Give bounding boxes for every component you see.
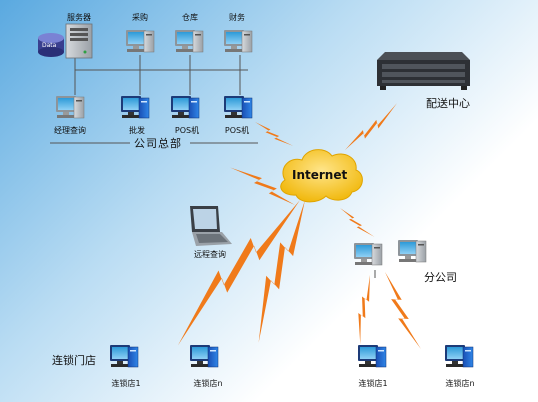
pos1-pc-icon <box>170 95 200 119</box>
laptop-icon <box>190 206 232 246</box>
purchase-pc-icon <box>125 29 155 53</box>
store-na-pc-icon <box>189 344 219 368</box>
store-1a-pc-icon <box>109 344 139 368</box>
remote-query-label: 远程查询 <box>194 250 226 259</box>
store-nb-label: 连锁店n <box>445 379 475 388</box>
wholesale-label: 批发 <box>129 126 145 135</box>
warehouse-pc-icon <box>174 29 204 53</box>
database-label: Data <box>42 42 57 49</box>
branch-pc2-icon <box>397 239 427 263</box>
internet-cloud-icon <box>280 149 363 203</box>
finance-pc-icon <box>223 29 253 53</box>
purchase-label: 采购 <box>132 13 148 22</box>
internet-label: Internet <box>292 168 348 182</box>
branch-label: 分公司 <box>424 271 457 284</box>
hq-network-lines <box>50 55 376 278</box>
pos1-label: POS机 <box>174 126 200 135</box>
distribution-center-label: 配送中心 <box>426 97 470 110</box>
server-label: 服务器 <box>67 13 91 22</box>
database-icon <box>38 33 64 57</box>
branch-pc1-icon <box>353 242 383 266</box>
hq-label: 公司总部 <box>134 137 182 150</box>
manager-query-label: 经理查询 <box>54 126 86 135</box>
warehouse-label: 仓库 <box>182 13 198 22</box>
pos2-label: POS机 <box>224 126 250 135</box>
rack-server-icon <box>377 52 470 90</box>
store-1a-label: 连锁店1 <box>111 379 141 388</box>
wholesale-pc-icon <box>120 95 150 119</box>
server-icon <box>65 23 93 59</box>
store-nb-pc-icon <box>444 344 474 368</box>
store-na-label: 连锁店n <box>193 379 223 388</box>
store-1b-label: 连锁店1 <box>358 379 388 388</box>
pos2-pc-icon <box>223 95 253 119</box>
store-1b-pc-icon <box>357 344 387 368</box>
manager-query-pc-icon <box>55 95 85 119</box>
finance-label: 财务 <box>229 13 245 22</box>
chain-store-label: 连锁门店 <box>52 354 96 367</box>
